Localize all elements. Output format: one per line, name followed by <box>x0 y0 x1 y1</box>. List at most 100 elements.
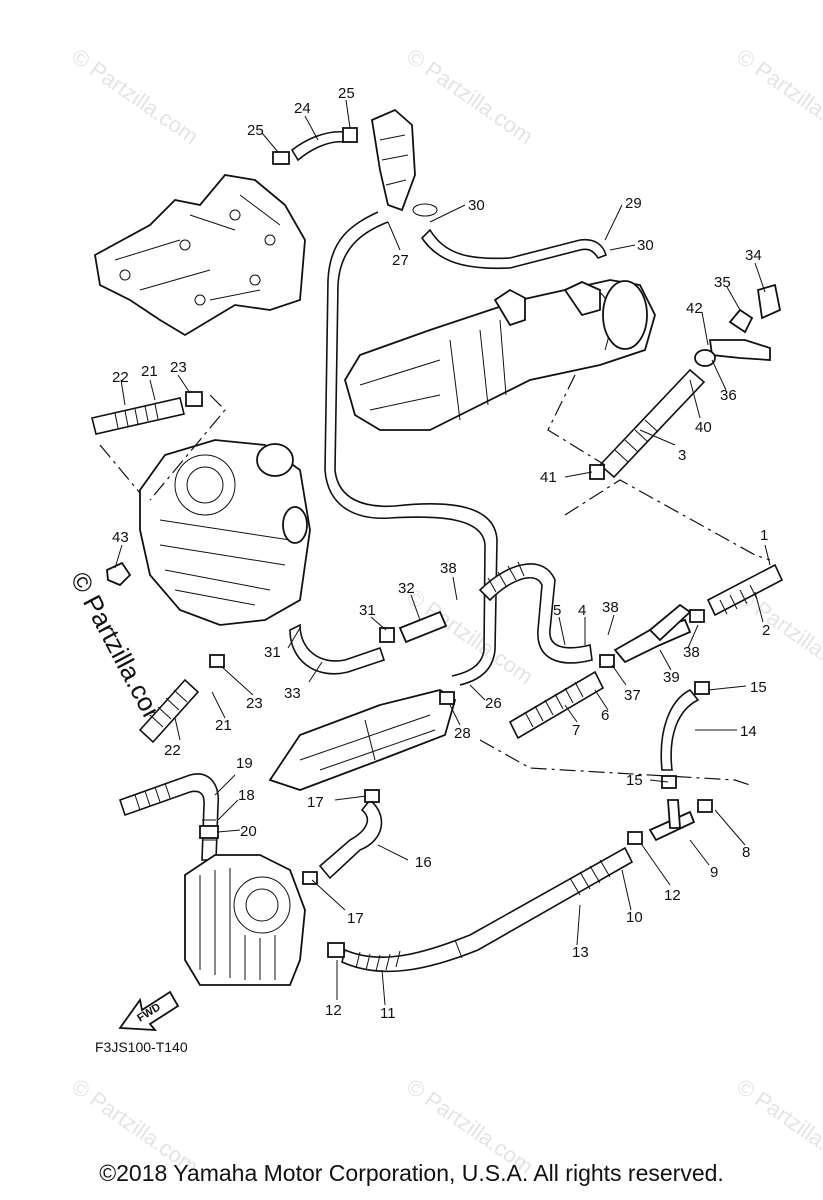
diagram-code: F3JS100-T140 <box>95 1039 188 1055</box>
leader-lines <box>114 99 771 1006</box>
callout-14: 14 <box>740 723 757 740</box>
fitting-9 <box>627 799 713 845</box>
callout-30: 30 <box>637 237 654 254</box>
hose-26 <box>394 503 498 686</box>
callout-15: 15 <box>750 679 767 696</box>
hose-22-bottom <box>138 654 225 744</box>
hose-7 <box>508 670 605 740</box>
callout-17: 17 <box>307 794 324 811</box>
callout-23: 23 <box>170 359 187 376</box>
callout-27: 27 <box>392 252 409 269</box>
callout-37: 37 <box>624 687 641 704</box>
part-43 <box>106 561 132 587</box>
callout-22: 22 <box>164 742 181 759</box>
callout-38: 38 <box>440 560 457 577</box>
leader-dash <box>564 479 771 561</box>
callout-19: 19 <box>236 755 253 772</box>
callout-11: 11 <box>380 1005 396 1022</box>
watermark: © Partzilla.com <box>732 44 823 150</box>
intake-manifold <box>268 689 457 791</box>
callout-5: 5 <box>553 602 561 619</box>
callout-25: 25 <box>338 85 355 102</box>
hose-16 <box>318 798 383 880</box>
clamp-15 <box>694 681 710 695</box>
hose-3 <box>589 368 706 480</box>
callout-25: 25 <box>247 122 264 139</box>
hose-5 <box>478 563 593 664</box>
callout-10: 10 <box>626 909 643 926</box>
callout-17: 17 <box>347 910 364 927</box>
hose-19 <box>118 773 219 861</box>
callout-33: 33 <box>284 685 301 702</box>
leader-dash <box>99 394 226 501</box>
callout-39: 39 <box>663 669 680 686</box>
part-36 <box>694 283 782 367</box>
clamp-17 <box>364 789 380 803</box>
clamp-25 <box>272 127 358 165</box>
callout-1: 1 <box>760 527 768 544</box>
air-box <box>344 279 656 431</box>
callout-29: 29 <box>625 195 642 212</box>
callout-34: 34 <box>745 247 762 264</box>
callout-35: 35 <box>714 274 731 291</box>
callout-3: 3 <box>678 447 686 464</box>
callout-42: 42 <box>686 300 703 317</box>
callout-36: 36 <box>720 387 737 404</box>
callout-13: 13 <box>572 944 589 961</box>
callout-9: 9 <box>710 864 718 881</box>
callout-12: 12 <box>664 887 681 904</box>
supercharger <box>139 439 311 626</box>
callout-21: 21 <box>141 363 158 380</box>
callout-6: 6 <box>601 707 609 724</box>
hose-14 <box>660 688 700 771</box>
clamp-15 <box>661 775 677 789</box>
hose-22-top <box>91 391 203 435</box>
hose-27b <box>334 221 396 508</box>
callout-7: 7 <box>572 722 580 739</box>
hose-29 <box>420 228 607 270</box>
callout-31: 31 <box>359 602 376 619</box>
fwd-arrow: FWD <box>118 990 180 1032</box>
callout-31: 31 <box>264 644 281 661</box>
callout-18: 18 <box>238 787 255 804</box>
exhaust-manifold <box>94 174 306 337</box>
callouts: 1 2 3 4 5 6 7 8 9 10 11 12 12 13 14 15 1… <box>112 85 770 1022</box>
callout-4: 4 <box>578 602 586 619</box>
watermark: © Partzilla.com <box>67 44 203 150</box>
callout-24: 24 <box>294 100 311 117</box>
callout-30: 30 <box>468 197 485 214</box>
hose-26b <box>389 516 486 677</box>
hose-24 <box>290 130 346 162</box>
leader-dash <box>479 739 751 786</box>
clamp-12 <box>327 942 345 958</box>
copyright-notice: ©2018 Yamaha Motor Corporation, U.S.A. A… <box>99 1160 724 1186</box>
callout-41: 41 <box>540 469 557 486</box>
leader-dash <box>547 374 606 466</box>
hose-27 <box>324 211 391 520</box>
callout-32: 32 <box>398 580 415 597</box>
callout-38: 38 <box>602 599 619 616</box>
hose-1 <box>706 563 784 617</box>
callout-43: 43 <box>112 529 129 546</box>
callout-16: 16 <box>415 854 432 871</box>
callout-21: 21 <box>215 717 232 734</box>
callout-40: 40 <box>695 419 712 436</box>
callout-15: 15 <box>626 772 643 789</box>
callout-38: 38 <box>683 644 700 661</box>
callout-2: 2 <box>762 622 770 639</box>
callout-23: 23 <box>246 695 263 712</box>
callout-8: 8 <box>742 844 750 861</box>
hose-33 <box>289 623 386 675</box>
valve-body-top <box>371 108 438 217</box>
callout-28: 28 <box>454 725 471 742</box>
watermark: © Partzilla.com <box>402 44 538 150</box>
watermark: © Partzilla.com <box>402 584 538 690</box>
y-fitting-39 <box>599 603 705 668</box>
callout-20: 20 <box>240 823 257 840</box>
callout-26: 26 <box>485 695 502 712</box>
pump-housing <box>184 854 306 986</box>
connector-32 <box>379 610 448 644</box>
callout-22: 22 <box>112 369 129 386</box>
callout-12: 12 <box>325 1002 342 1019</box>
